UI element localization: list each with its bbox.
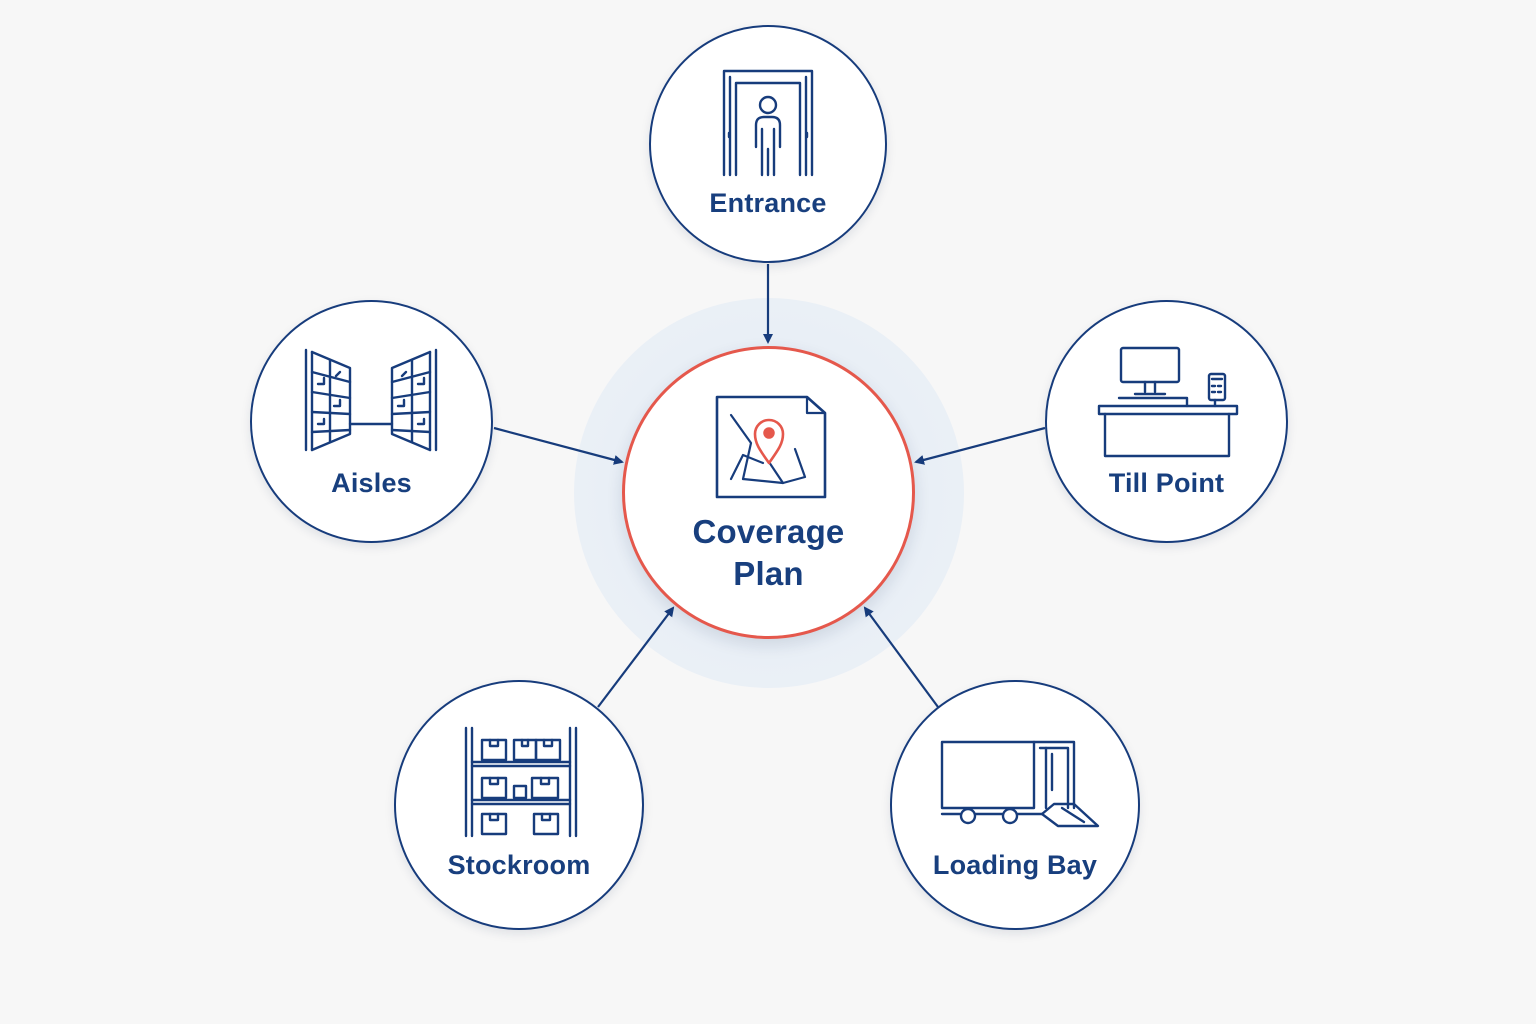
node-stockroom: Stockroom (394, 680, 644, 930)
node-till-point-label: Till Point (1108, 468, 1225, 498)
node-entrance: Entrance (649, 25, 887, 263)
hub-label-line1: Coverage (692, 513, 845, 550)
node-till-point: Till Point (1045, 300, 1288, 543)
node-stockroom-label: Stockroom (447, 850, 591, 880)
storage-shelves-boxes-icon (464, 726, 578, 838)
map-pin-icon (715, 395, 827, 499)
hub-label-line2: Plan (733, 555, 804, 592)
delivery-truck-icon (940, 740, 1100, 828)
node-loading-bay-label: Loading Bay (932, 850, 1098, 880)
arrow-aisles-to-hub (493, 426, 624, 465)
node-aisles-label: Aisles (331, 468, 412, 498)
node-loading-bay: Loading Bay (890, 680, 1140, 930)
arrow-loading-to-hub (863, 606, 939, 708)
checkout-counter-icon (1097, 346, 1239, 458)
arrow-stockroom-to-hub (597, 606, 675, 708)
entrance-door-person-icon (722, 69, 814, 177)
arrow-till-to-hub (914, 426, 1046, 465)
node-entrance-label: Entrance (709, 188, 827, 218)
shelving-aisles-icon (304, 348, 438, 452)
node-aisles: Aisles (250, 300, 493, 543)
hub-coverage-plan: Coverage Plan (622, 346, 915, 639)
